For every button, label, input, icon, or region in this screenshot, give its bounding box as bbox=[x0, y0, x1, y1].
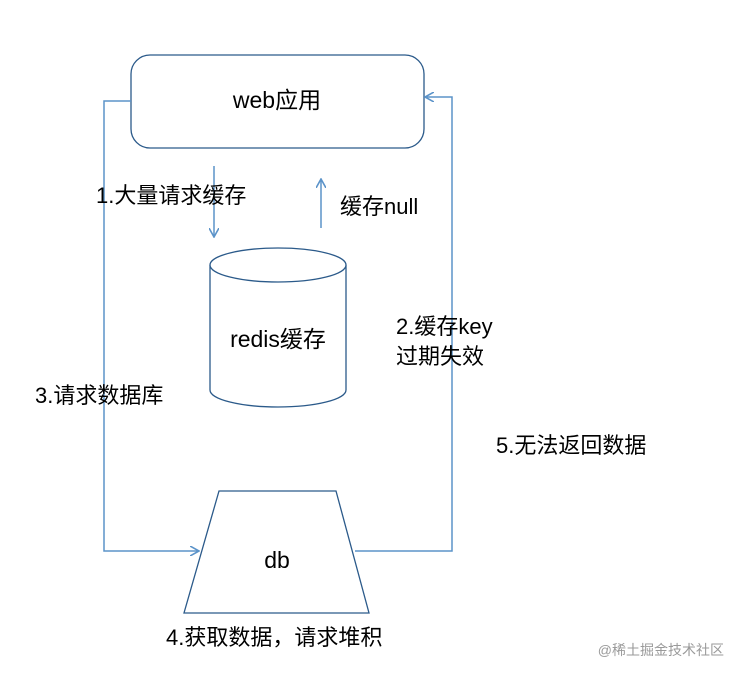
redis-cylinder-top bbox=[209, 247, 347, 283]
watermark: @稀土掘金技术社区 bbox=[598, 642, 724, 658]
db-shape bbox=[183, 490, 370, 614]
web-app-label: web应用 bbox=[232, 87, 321, 113]
db-label: db bbox=[264, 547, 290, 573]
step3-label: 3.请求数据库 bbox=[35, 383, 163, 408]
db-node: db bbox=[183, 490, 370, 614]
step4-label: 4.获取数据，请求堆积 bbox=[166, 625, 382, 650]
return-data-arrow bbox=[355, 97, 453, 552]
step1-label: 1.大量请求缓存 bbox=[96, 183, 246, 208]
step2-label-line1: 2.缓存key bbox=[396, 314, 493, 339]
step2-label-line2: 过期失效 bbox=[396, 344, 484, 369]
cache-null-label: 缓存null bbox=[340, 194, 418, 219]
request-database-arrow bbox=[103, 100, 198, 551]
web-app-node: web应用 bbox=[130, 54, 425, 149]
redis-cylinder-body bbox=[209, 265, 347, 408]
step5-label: 5.无法返回数据 bbox=[496, 433, 646, 458]
redis-cache-label: redis缓存 bbox=[230, 326, 326, 352]
redis-cache-node: redis缓存 bbox=[209, 247, 347, 408]
